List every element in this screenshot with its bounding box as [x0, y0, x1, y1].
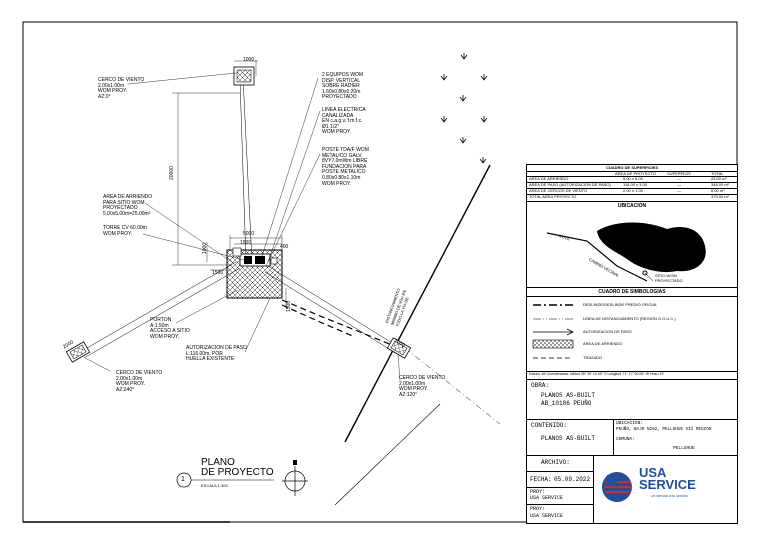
dim-20000: 20000: [169, 166, 175, 180]
proy1-label: PROY:: [530, 489, 546, 495]
dim-1500-side: 1500: [212, 270, 224, 276]
logo-line2: SERVICE: [639, 477, 696, 492]
note-porton: PORTON A:1.50m ACCESO A SITIO WOM PROY.: [150, 317, 190, 340]
ubicacion-title: UBICACION: [617, 203, 647, 209]
table-row: 348.00 m²: [711, 182, 730, 187]
usa-service-logo: [602, 472, 632, 502]
contenido-value: PLANOS AS-BUILT: [541, 435, 596, 442]
legend-symbols: [532, 304, 574, 359]
proy1-value: USA SERVICE: [530, 495, 564, 501]
table-row: 2.00 x 1.00: [623, 188, 643, 193]
table-row: 6.00 m²: [711, 188, 725, 193]
ubicacion-label: UBICACION:: [616, 421, 644, 426]
north-arrow-icons: [440, 53, 488, 164]
table-row: AREA DE ARRIENDO: [529, 176, 569, 181]
dim-1500-right: 1500: [286, 300, 292, 312]
legend-item: DESLINDE/DESLINDE PREDIO OFICIAL: [583, 302, 658, 307]
plan-number: 1: [181, 476, 185, 483]
table-row: 25.00 m²: [711, 176, 727, 181]
simbologias-title: CUADRO DE SIMBOLOGIAS: [598, 289, 666, 295]
legend-item: LINEA DE DISTANCIAMIENTO (REGION O.G.U.C…: [583, 316, 676, 321]
archivo-label: ARCHIVO:: [541, 459, 570, 466]
location-map: [546, 222, 706, 282]
proy2-label: PROY:: [530, 506, 546, 512]
table-col-total: TOTAL: [711, 171, 724, 176]
dim-1000-top: 1000: [243, 57, 255, 63]
table-row: 379.00 m²: [711, 194, 730, 199]
note-cerco-left: CERCO DE VIENTO 2.00x1.00m WOM PROY. AZ:…: [116, 370, 163, 393]
legend-panel: CUADRO DE SUPERFICIES AREA DE PROYECTO S…: [526, 164, 738, 524]
coordinates: Datum: 84 Coordenadas: latitud 35° 20' 1…: [529, 372, 664, 376]
dim-5000: 5000: [243, 231, 255, 237]
table-header: CUADRO DE SUPERFICIES: [605, 165, 658, 170]
table-row: TOTAL AREA PROYECTO: [529, 194, 577, 199]
contenido-label: CONTENIDO:: [531, 422, 568, 429]
note-autorizacion: AUTORIZACION DE PASO L:116.00m. POR HUEL…: [186, 345, 247, 363]
map-site-label: SITIO WOM PROYECTADO: [655, 273, 683, 283]
comuna-value: PELLUHUE: [673, 446, 695, 451]
note-linea: LINEA ELECTRICA CANALIZADA EN c.a.g.v. f…: [322, 107, 366, 136]
dim-1500: 1500: [240, 240, 252, 246]
legend-item: AUTORIZACION DE PASO: [583, 329, 632, 334]
note-cerco-right: CERCO DE VIENTO 2.00x1.00m WOM PROY. AZ:…: [399, 375, 446, 398]
table-row: AREA DE PASO (AUTORIZACION DE PASO): [529, 182, 611, 187]
note-area: AREA DE ARRIENDO PARA SITIO WOM PROYECTA…: [103, 194, 153, 217]
note-cerco-top: CERCO DE VIENTO 2.00x1.00m WOM PROY. AZ:…: [98, 77, 145, 100]
plan-title: PLANO DE PROYECTO: [201, 457, 274, 478]
proy2-value: USA SERVICE: [530, 513, 564, 519]
dim-1000-side: 1000: [202, 242, 208, 254]
table-row: AREA DE CERCOS DE VIENTO: [529, 188, 588, 193]
obra-label: OBRA:: [531, 382, 550, 389]
note-torre: TORRE CV 60.00m WOM PROY.: [103, 225, 147, 237]
plan-scale: ESCALA 1:300: [201, 483, 228, 488]
legend-item: TRAZADO: [583, 355, 603, 360]
table-row: —: [677, 176, 681, 181]
table-row: 116.00 x 3.00: [623, 182, 647, 187]
table-row: 5.00 x 5.00: [623, 176, 643, 181]
legend-item: AREA DE ARRIENDO: [583, 341, 623, 346]
dim-400: 400: [280, 244, 289, 250]
table-row: —: [677, 188, 681, 193]
fecha-value: 05.09.2022: [554, 476, 591, 483]
fecha-label: FECHA:: [530, 476, 552, 483]
ubicacion-value: PEUÑO, BAJO N262, PELLUHUE VII REGION: [616, 427, 712, 432]
note-equipos: 2 EQUIPOS WOM DISP. VERTICAL SOBRE RADIE…: [322, 72, 364, 101]
obra-line2: AB_10186 PEUÑO: [541, 400, 592, 407]
note-poste: POSTE TDA/F WOM METALICO GALV. 8VY7.0mWm…: [322, 147, 369, 187]
table-col-area: AREA DE PROYECTO: [615, 171, 656, 176]
logo-tagline: Un servicio a tu servicio: [651, 494, 688, 498]
obra-line1: PLANOS AS-BUILT: [541, 392, 596, 399]
table-row: —: [677, 182, 681, 187]
table-col-sup: SUPERFICIE: [667, 171, 692, 176]
logo-line1: USA: [639, 465, 667, 480]
comuna-label: COMUNA:: [616, 437, 635, 442]
